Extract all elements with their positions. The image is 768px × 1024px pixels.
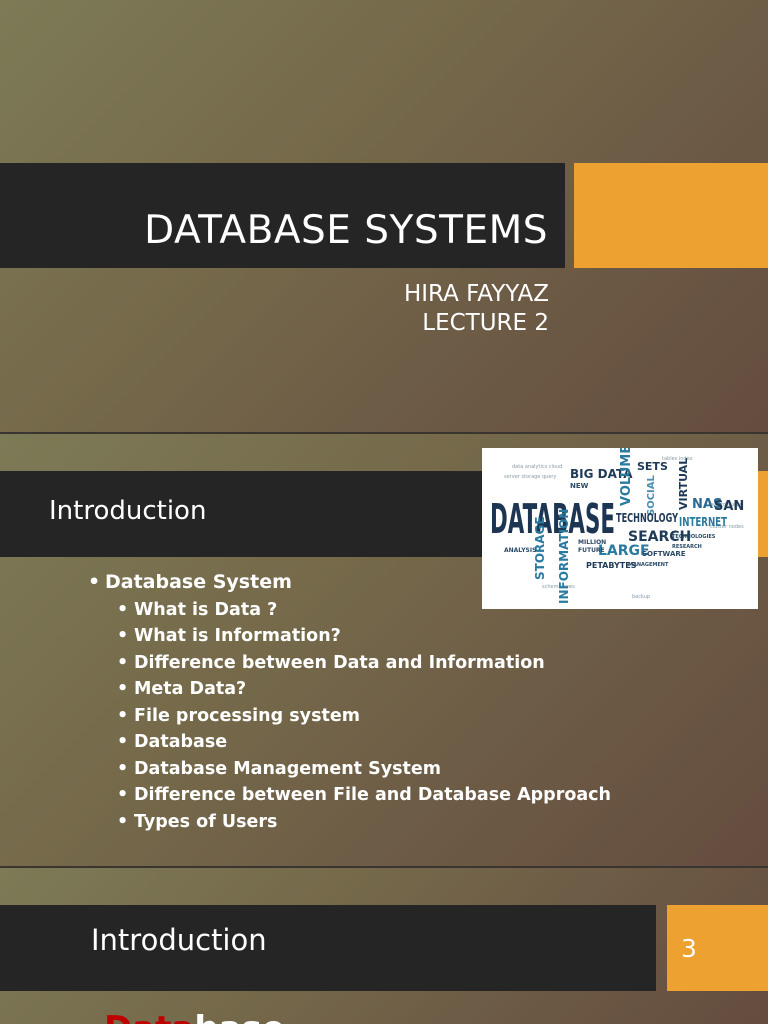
word-million: MILLION <box>578 539 606 546</box>
sub-bullet-item: • File processing system <box>88 706 621 727</box>
accent-block <box>667 905 768 991</box>
word-analysis: ANALYSIS <box>504 547 536 554</box>
sub-bullet-item: • Types of Users <box>88 812 621 833</box>
word-internet: INTERNET <box>679 515 728 529</box>
svg-text:records keys: records keys <box>710 502 742 508</box>
svg-text:backup: backup <box>632 594 650 600</box>
word-san: SAN <box>714 499 744 514</box>
bullet-icon: • <box>117 705 129 726</box>
slide-introduction: Introduction data analytics cloud server… <box>0 434 768 866</box>
svg-text:cluster nodes: cluster nodes <box>710 524 744 530</box>
word-storage: STORAGE <box>533 516 547 580</box>
sub-bullet-item: • What is Information? <box>88 626 621 647</box>
sub-bullet-text: Types of Users <box>134 811 278 832</box>
word-big-data: BIG DATA <box>570 467 633 481</box>
sub-bullet-text: Difference between File and Database App… <box>134 785 611 805</box>
svg-text:tables index: tables index <box>662 456 693 462</box>
svg-text:server storage query: server storage query <box>504 474 556 480</box>
accent-block <box>574 163 768 268</box>
word-nas: NAS <box>692 497 722 512</box>
bullet-icon: • <box>117 732 129 752</box>
slide-title-text: DATABASE SYSTEMS <box>144 208 548 253</box>
bullet-icon: • <box>117 679 129 699</box>
svg-text:data analytics cloud: data analytics cloud <box>512 464 562 470</box>
sub-bullet-item: • Difference between File and Database A… <box>88 785 621 806</box>
word-technology: TECHNOLOGY <box>616 511 678 525</box>
word-technologies: TECHNOLOGIES <box>672 534 716 540</box>
word-sets: SETS <box>637 460 668 473</box>
heading-white-part: base <box>194 1009 285 1024</box>
sub-bullet-text: What is Information? <box>134 626 341 646</box>
sub-bullet-item: • Database Management System <box>88 759 621 780</box>
sub-bullet-text: Difference between Data and Information <box>134 652 545 673</box>
bullet-text: Database System <box>105 571 292 593</box>
bullet-icon: • <box>88 571 101 593</box>
word-information: INFORMATION <box>557 509 571 604</box>
sub-bullet-text: Database <box>134 732 228 752</box>
slide-introduction-continued: Introduction 3 Database <box>0 868 768 1024</box>
bullet-icon: • <box>117 599 129 620</box>
heading-red-part: Data <box>104 1009 194 1024</box>
accent-block <box>757 471 768 557</box>
word-petabytes: PETABYTES <box>586 561 637 570</box>
bullet-list: • Database System • What is Data ? • Wha… <box>88 570 621 833</box>
title-bar: DATABASE SYSTEMS <box>0 163 565 268</box>
word-management: MANAGEMENT <box>628 562 669 568</box>
sub-bullet-text: File processing system <box>134 705 360 726</box>
sub-bullet-text: Meta Data? <box>134 679 247 699</box>
section-title: Introduction <box>49 496 207 526</box>
word-software: SOFTWARE <box>642 550 686 558</box>
word-virtual: VIRTUAL <box>677 458 690 510</box>
word-research: RESEARCH <box>672 544 702 550</box>
word-volume: VOLUME <box>619 448 634 506</box>
section-title: Introduction <box>91 923 267 957</box>
title-bar <box>0 905 656 991</box>
bullet-icon: • <box>117 811 129 832</box>
sub-bullet-text: What is Data ? <box>134 599 278 620</box>
word-social: SOCIAL <box>646 474 657 516</box>
sub-bullet-text: Database Management System <box>134 758 442 779</box>
sub-bullet-item: • Database <box>88 732 621 753</box>
slide-heading-partial: Database <box>104 1009 285 1024</box>
bullet-icon: • <box>117 652 129 673</box>
lecture-label: LECTURE 2 <box>422 310 549 336</box>
database-word-cloud-image: data analytics cloud server storage quer… <box>482 448 758 609</box>
author-name: HIRA FAYYAZ <box>403 281 549 307</box>
sub-bullet-item: • Difference between Data and Informatio… <box>88 653 621 674</box>
sub-bullet-item: • Meta Data? <box>88 679 621 700</box>
slide-title: DATABASE SYSTEMS HIRA FAYYAZ LECTURE 2 <box>0 0 768 432</box>
svg-text:schema rows: schema rows <box>542 584 575 590</box>
bullet-icon: • <box>117 758 129 779</box>
bullet-icon: • <box>117 785 129 805</box>
bullet-icon: • <box>117 626 129 646</box>
page-number: 3 <box>681 934 697 963</box>
word-large: LARGE <box>598 543 650 559</box>
word-database: DATABASE <box>490 495 615 543</box>
subtitle: HIRA FAYYAZ LECTURE 2 <box>404 280 549 338</box>
title-bar <box>0 471 488 557</box>
bullet-item: • Database System <box>88 570 621 594</box>
word-new: NEW <box>570 482 589 490</box>
word-future: FUTURE <box>578 547 605 554</box>
sub-bullet-item: • What is Data ? <box>88 600 621 621</box>
word-search: SEARCH <box>628 529 691 545</box>
